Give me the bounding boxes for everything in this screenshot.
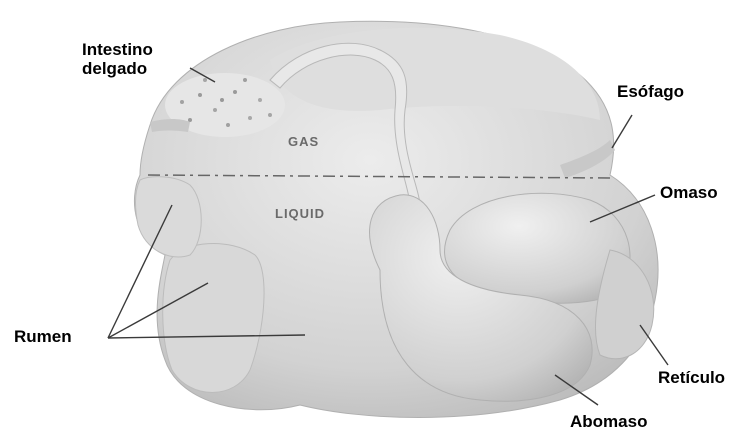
leader-reticulo [640,325,668,365]
leader-esofago [612,115,632,148]
intestino-label-line1: Intestino [82,40,153,59]
rumen-label: Rumen [14,327,72,346]
omaso-label: Omaso [660,183,718,202]
esofago-label: Esófago [617,82,684,101]
rumen-cranial-sac [136,177,202,257]
reticulo-label: Retículo [658,368,725,387]
abomaso-label: Abomaso [570,412,647,431]
rumen-ventral-sac [163,244,264,393]
dorsal-sac [270,28,600,120]
intestino-label-line2: delgado [82,59,153,78]
gas-label: GAS [288,134,319,149]
liquid-label: LIQUID [275,206,325,221]
intestino-delgado-label: Intestino delgado [82,40,153,78]
